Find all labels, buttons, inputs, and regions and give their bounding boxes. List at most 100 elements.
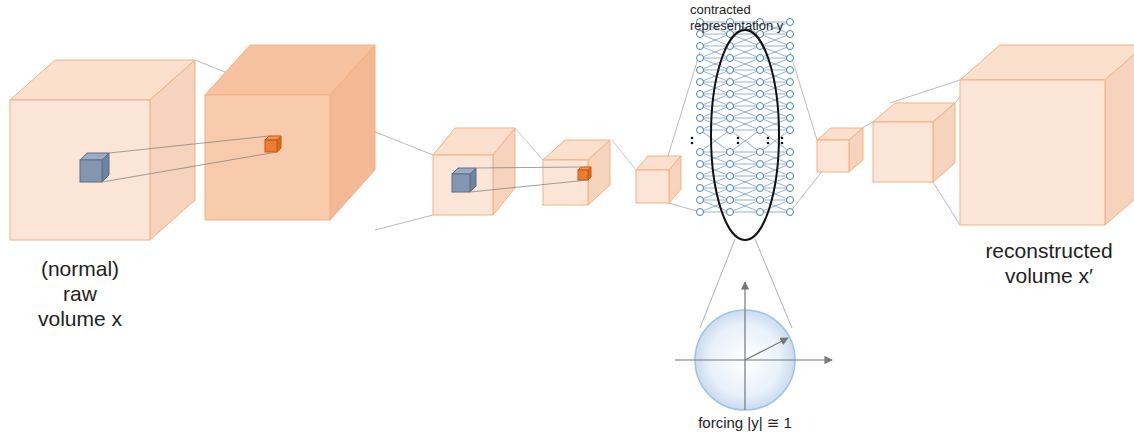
neuron-connection <box>760 200 790 201</box>
receptive-field-line <box>109 136 269 153</box>
neuron <box>787 19 794 26</box>
neuron <box>697 79 704 86</box>
neuron-connection <box>700 106 730 118</box>
neuron-connection <box>760 58 790 70</box>
neuron <box>697 91 704 98</box>
neuron-connection <box>760 34 790 35</box>
neuron <box>757 127 764 134</box>
receptive-field-line <box>470 180 588 192</box>
neuron-connection <box>730 176 760 188</box>
neuron-connection <box>730 176 760 177</box>
ellipsis-dot <box>767 137 770 140</box>
neuron <box>697 103 704 110</box>
neuron <box>697 67 704 74</box>
input-volume-cube <box>10 60 195 240</box>
neuron <box>757 91 764 98</box>
neuron-connection <box>730 212 760 213</box>
neuron-connection <box>730 106 760 107</box>
neuron-connection <box>760 94 790 95</box>
neuron-connection <box>730 46 760 58</box>
neuron-connection <box>730 188 760 200</box>
neuron-connection <box>730 152 760 153</box>
neuron-connection <box>730 70 760 82</box>
feature-map-cube <box>543 140 610 205</box>
neuron <box>787 209 794 216</box>
vector-arrow <box>745 338 788 360</box>
neuron-connection <box>760 200 790 212</box>
neuron-connection <box>700 58 730 70</box>
neuron-connection <box>760 130 790 131</box>
neuron <box>727 197 734 204</box>
guide-line <box>375 215 433 230</box>
neuron-connection <box>700 118 730 119</box>
neuron-connection <box>730 188 760 189</box>
neuron-connection <box>760 34 790 46</box>
neuron-connection <box>700 200 730 212</box>
neuron <box>757 79 764 86</box>
neuron-connection <box>700 164 730 165</box>
neuron <box>757 185 764 192</box>
neuron-connection <box>730 58 760 59</box>
bottleneck-ellipse <box>711 30 779 240</box>
neuron <box>727 209 734 216</box>
neuron-connection <box>700 130 730 152</box>
ellipsis-dot <box>737 137 740 140</box>
constraint-label: forcing |y| ≅ 1 <box>660 414 830 432</box>
neuron-connection <box>760 200 790 212</box>
neuron-connection <box>730 176 760 188</box>
neuron-connection <box>760 106 790 118</box>
neuron-connection <box>730 200 760 212</box>
neuron <box>757 173 764 180</box>
neuron <box>757 55 764 62</box>
neuron <box>787 91 794 98</box>
output-volume-cube <box>960 45 1134 225</box>
neuron-connection <box>760 176 790 177</box>
neuron-connection <box>700 130 730 131</box>
neuron-connection <box>700 34 730 46</box>
neuron-connection <box>700 70 730 71</box>
neuron-connection <box>700 94 730 95</box>
neuron-connection <box>700 34 730 46</box>
neuron <box>787 161 794 168</box>
guide-line <box>890 80 960 103</box>
receptive-field-line <box>476 167 581 168</box>
neuron <box>787 173 794 180</box>
ellipsis-dot <box>767 142 770 145</box>
neuron-connection <box>760 164 790 176</box>
neuron-connection <box>760 118 790 119</box>
bottleneck-label: contracted representation y <box>690 2 812 33</box>
neuron-connection <box>700 118 730 130</box>
neuron-connection <box>730 118 760 130</box>
decoder-map-cube <box>817 128 863 172</box>
neuron <box>787 149 794 156</box>
decoder-map-cube <box>873 103 955 182</box>
neuron <box>787 43 794 50</box>
neuron <box>787 115 794 122</box>
neuron-connection <box>730 152 760 164</box>
neuron <box>727 173 734 180</box>
neuron-connection <box>730 188 760 200</box>
feature-map-cube <box>205 45 375 220</box>
neuron-connection <box>760 70 790 71</box>
neuron <box>787 103 794 110</box>
neuron-connection <box>700 94 730 106</box>
neuron-connection <box>760 152 790 164</box>
neuron-connection <box>760 164 790 176</box>
neuron-connection <box>730 200 760 201</box>
ellipsis-dot <box>737 142 740 145</box>
x-axis <box>675 359 832 360</box>
neuron-connection <box>760 34 790 46</box>
neuron-connection <box>760 106 790 118</box>
neuron-connection <box>730 58 760 70</box>
guide-line <box>669 203 700 212</box>
neuron-connection <box>760 118 790 130</box>
neuron-connection <box>730 46 760 58</box>
neuron <box>697 115 704 122</box>
neuron-connection <box>760 106 790 107</box>
guide-line <box>862 122 873 128</box>
neuron-connection <box>700 212 730 213</box>
neuron-connection <box>700 94 730 106</box>
neuron-connection <box>700 34 730 35</box>
neuron-connection <box>730 106 760 118</box>
